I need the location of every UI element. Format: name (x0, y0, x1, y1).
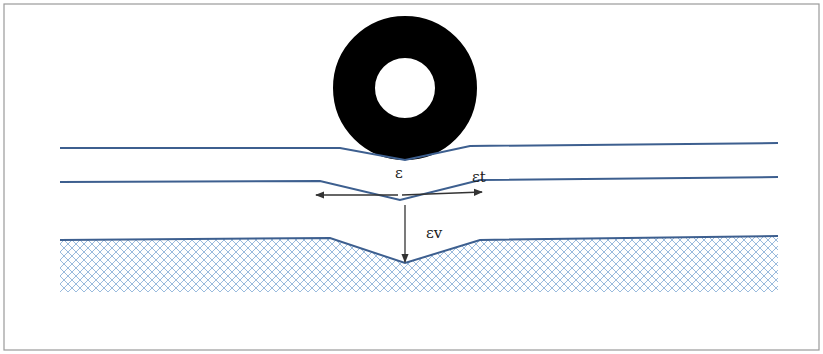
base-layer-line (60, 177, 778, 200)
strain-arrow-left (316, 194, 398, 195)
strain-symbol: ε (395, 166, 403, 181)
strain-arrow-down (404, 205, 405, 262)
tire (354, 37, 456, 139)
tensile-strain-label: εt (472, 170, 486, 185)
subgrade-line (60, 236, 778, 263)
strain-arrow-right (402, 192, 482, 195)
vertical-strain-label: εv (426, 226, 442, 241)
subgrade-hatch (60, 236, 778, 292)
frame (4, 4, 819, 350)
surface-layer-line (60, 143, 778, 160)
